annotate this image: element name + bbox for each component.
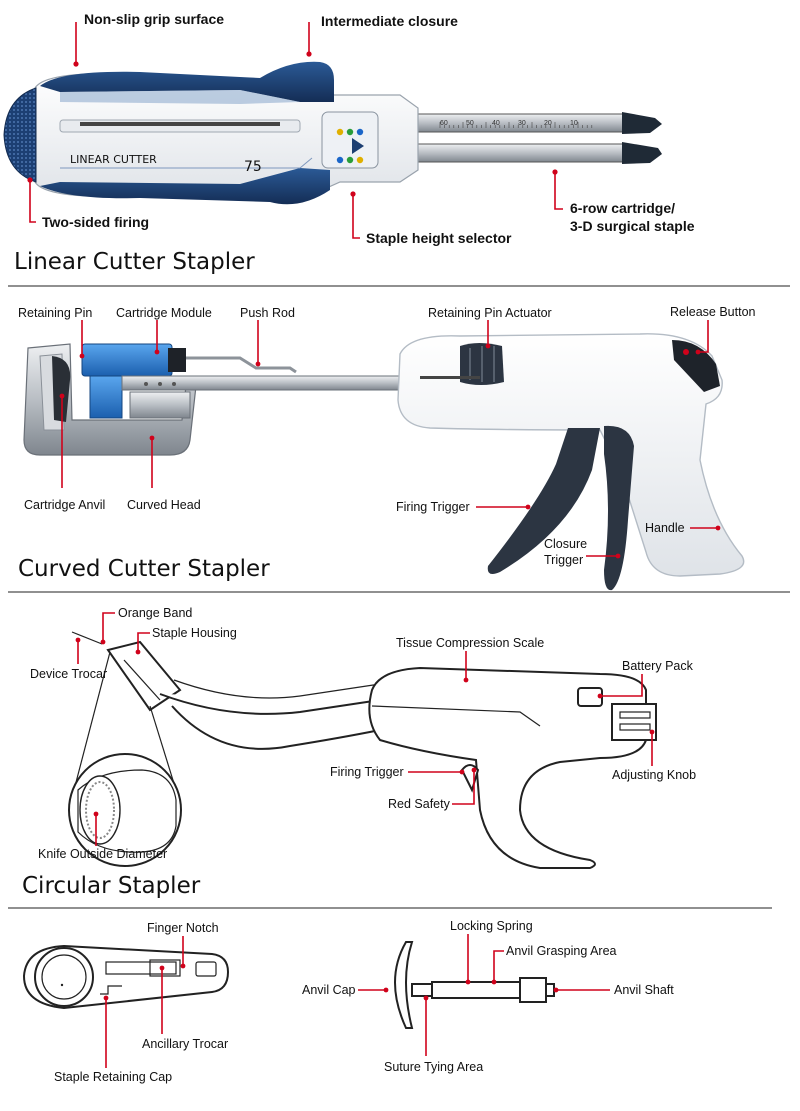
device-print-label: LINEAR CUTTER — [70, 153, 157, 166]
scale-tick-label: 10 — [570, 120, 578, 127]
device-size-label: 75 — [244, 159, 262, 175]
label-closure-trigger-line2: Trigger — [544, 553, 583, 567]
label-device-trocar: Device Trocar — [30, 667, 107, 681]
scale-tick-label: 20 — [544, 120, 552, 127]
label-finger-notch: Finger Notch — [147, 921, 219, 935]
label-handle: Handle — [645, 521, 685, 535]
label-suture-tying-area: Suture Tying Area — [384, 1060, 483, 1074]
circular-stapler-illustration — [69, 632, 656, 868]
label-curved-head: Curved Head — [127, 498, 201, 512]
label-adjusting-knob: Adjusting Knob — [612, 768, 696, 782]
label-cartridge-line2: 3-D surgical staple — [570, 218, 695, 234]
label-anvil-grasping-area: Anvil Grasping Area — [506, 944, 617, 958]
label-two-sided-firing: Two-sided firing — [42, 214, 149, 230]
label-orange-band: Orange Band — [118, 606, 192, 620]
scale-tick-label: 40 — [492, 120, 500, 127]
label-battery-pack: Battery Pack — [622, 659, 694, 673]
scale-tick-label: 30 — [518, 120, 526, 127]
label-firing-trigger-circular: Firing Trigger — [330, 765, 404, 779]
label-release-button: Release Button — [670, 305, 756, 319]
curved-cutter-illustration — [24, 334, 744, 590]
label-locking-spring: Locking Spring — [450, 919, 533, 933]
label-ancillary-trocar: Ancillary Trocar — [142, 1037, 228, 1051]
label-cartridge-line1: 6-row cartridge/ — [570, 200, 675, 216]
linear-cutter-illustration: 60 50 40 30 20 10 LINEAR CUTTER 75 — [4, 62, 662, 204]
label-red-safety: Red Safety — [388, 797, 451, 811]
label-closure-trigger-line1: Closure — [544, 537, 587, 551]
label-staple-height-selector: Staple height selector — [366, 230, 512, 246]
label-retaining-pin: Retaining Pin — [18, 306, 92, 320]
parts-callouts: Finger Notch Ancillary Trocar Staple Ret… — [54, 919, 674, 1084]
label-staple-retaining-cap: Staple Retaining Cap — [54, 1070, 172, 1084]
label-retaining-pin-actuator: Retaining Pin Actuator — [428, 306, 552, 320]
label-cartridge-anvil: Cartridge Anvil — [24, 498, 105, 512]
label-intermediate-closure: Intermediate closure — [321, 13, 458, 29]
label-staple-housing: Staple Housing — [152, 626, 237, 640]
title-curved-cutter: Curved Cutter Stapler — [18, 556, 270, 582]
label-anvil-cap: Anvil Cap — [302, 983, 356, 997]
label-push-rod: Push Rod — [240, 306, 295, 320]
label-knife-outside-diameter: Knife Outside Diameter — [38, 847, 167, 861]
label-grip-surface: Non-slip grip surface — [84, 11, 224, 27]
label-cartridge-module: Cartridge Module — [116, 306, 212, 320]
scale-tick-label: 50 — [466, 120, 474, 127]
label-anvil-shaft: Anvil Shaft — [614, 983, 674, 997]
staple-cap-illustration — [24, 946, 228, 1008]
label-tissue-compression-scale: Tissue Compression Scale — [396, 636, 544, 650]
title-linear-cutter: Linear Cutter Stapler — [14, 249, 255, 275]
scale-tick-label: 60 — [440, 120, 448, 127]
label-firing-trigger-curved: Firing Trigger — [396, 500, 470, 514]
title-circular-stapler: Circular Stapler — [22, 873, 201, 899]
